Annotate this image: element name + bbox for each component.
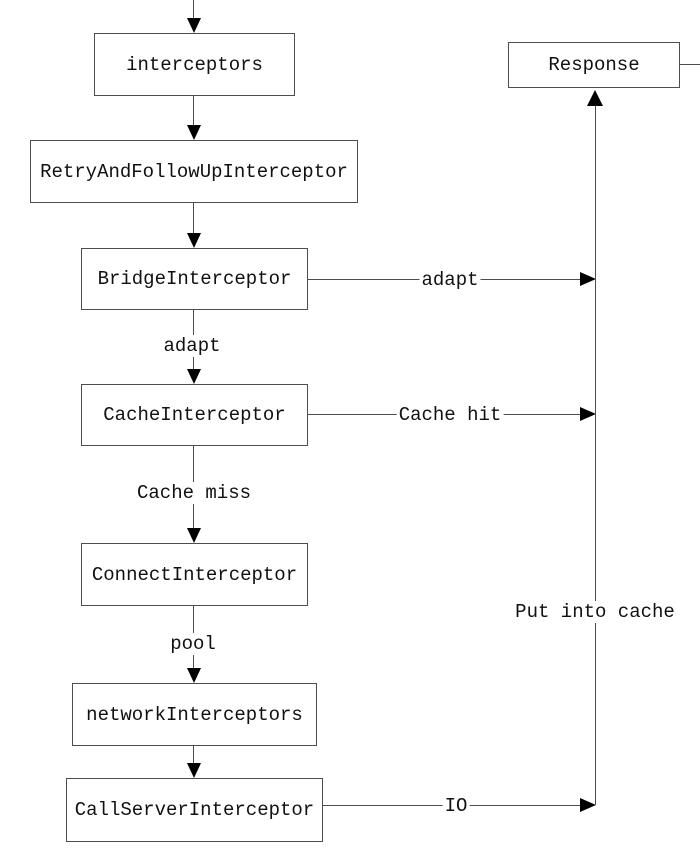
node-retry-label: RetryAndFollowUpInterceptor (40, 160, 348, 183)
arrowhead-retry-bridge (187, 233, 201, 248)
edge-retry-bridge-line (193, 203, 194, 234)
arrowhead-interceptors-retry (187, 125, 201, 140)
node-retry-and-follow-up-interceptor: RetryAndFollowUpInterceptor (30, 140, 358, 203)
edge-label-adapt-right: adapt (419, 269, 481, 291)
arrowhead-connect-network (187, 668, 201, 683)
edge-label-adapt-down: adapt (161, 335, 223, 357)
edge-interceptors-retry-line (193, 96, 194, 127)
node-network-label: networkInterceptors (86, 703, 303, 726)
arrowhead-bridge-cache (187, 369, 201, 384)
node-interceptors-label: interceptors (126, 53, 263, 76)
edge-label-cache-miss: Cache miss (134, 482, 254, 504)
edge-response-exit-line (680, 64, 700, 65)
arrowhead-cache-connect (187, 528, 201, 543)
arrowhead-return-response (587, 90, 603, 106)
arrowhead-entry-down (187, 18, 201, 33)
node-call-server-interceptor: CallServerInterceptor (66, 778, 323, 842)
edge-network-callserver-line (193, 746, 194, 765)
edge-label-io: IO (442, 795, 470, 817)
edge-return-response-line (595, 105, 596, 805)
edge-label-put-into-cache: Put into cache (513, 601, 677, 623)
node-response: Response (508, 42, 680, 88)
edge-label-cache-hit: Cache hit (396, 404, 504, 426)
node-bridge-label: BridgeInterceptor (97, 268, 292, 290)
node-response-label: Response (548, 54, 640, 76)
arrowhead-cache-response (580, 407, 596, 421)
arrowhead-bridge-response (580, 272, 596, 286)
node-bridge-interceptor: BridgeInterceptor (81, 248, 308, 310)
arrowhead-callserver-response (580, 798, 596, 812)
node-network-interceptors: networkInterceptors (72, 683, 317, 746)
arrowhead-network-callserver (187, 763, 201, 778)
node-connect-label: ConnectInterceptor (91, 563, 298, 586)
edge-label-pool: pool (168, 633, 218, 655)
node-cache-label: CacheInterceptor (103, 404, 286, 426)
edge-entry-line (193, 0, 194, 21)
node-interceptors: interceptors (94, 33, 295, 96)
node-cache-interceptor: CacheInterceptor (81, 384, 308, 446)
node-callserver-label: CallServerInterceptor (74, 799, 315, 821)
node-connect-interceptor: ConnectInterceptor (81, 543, 308, 606)
